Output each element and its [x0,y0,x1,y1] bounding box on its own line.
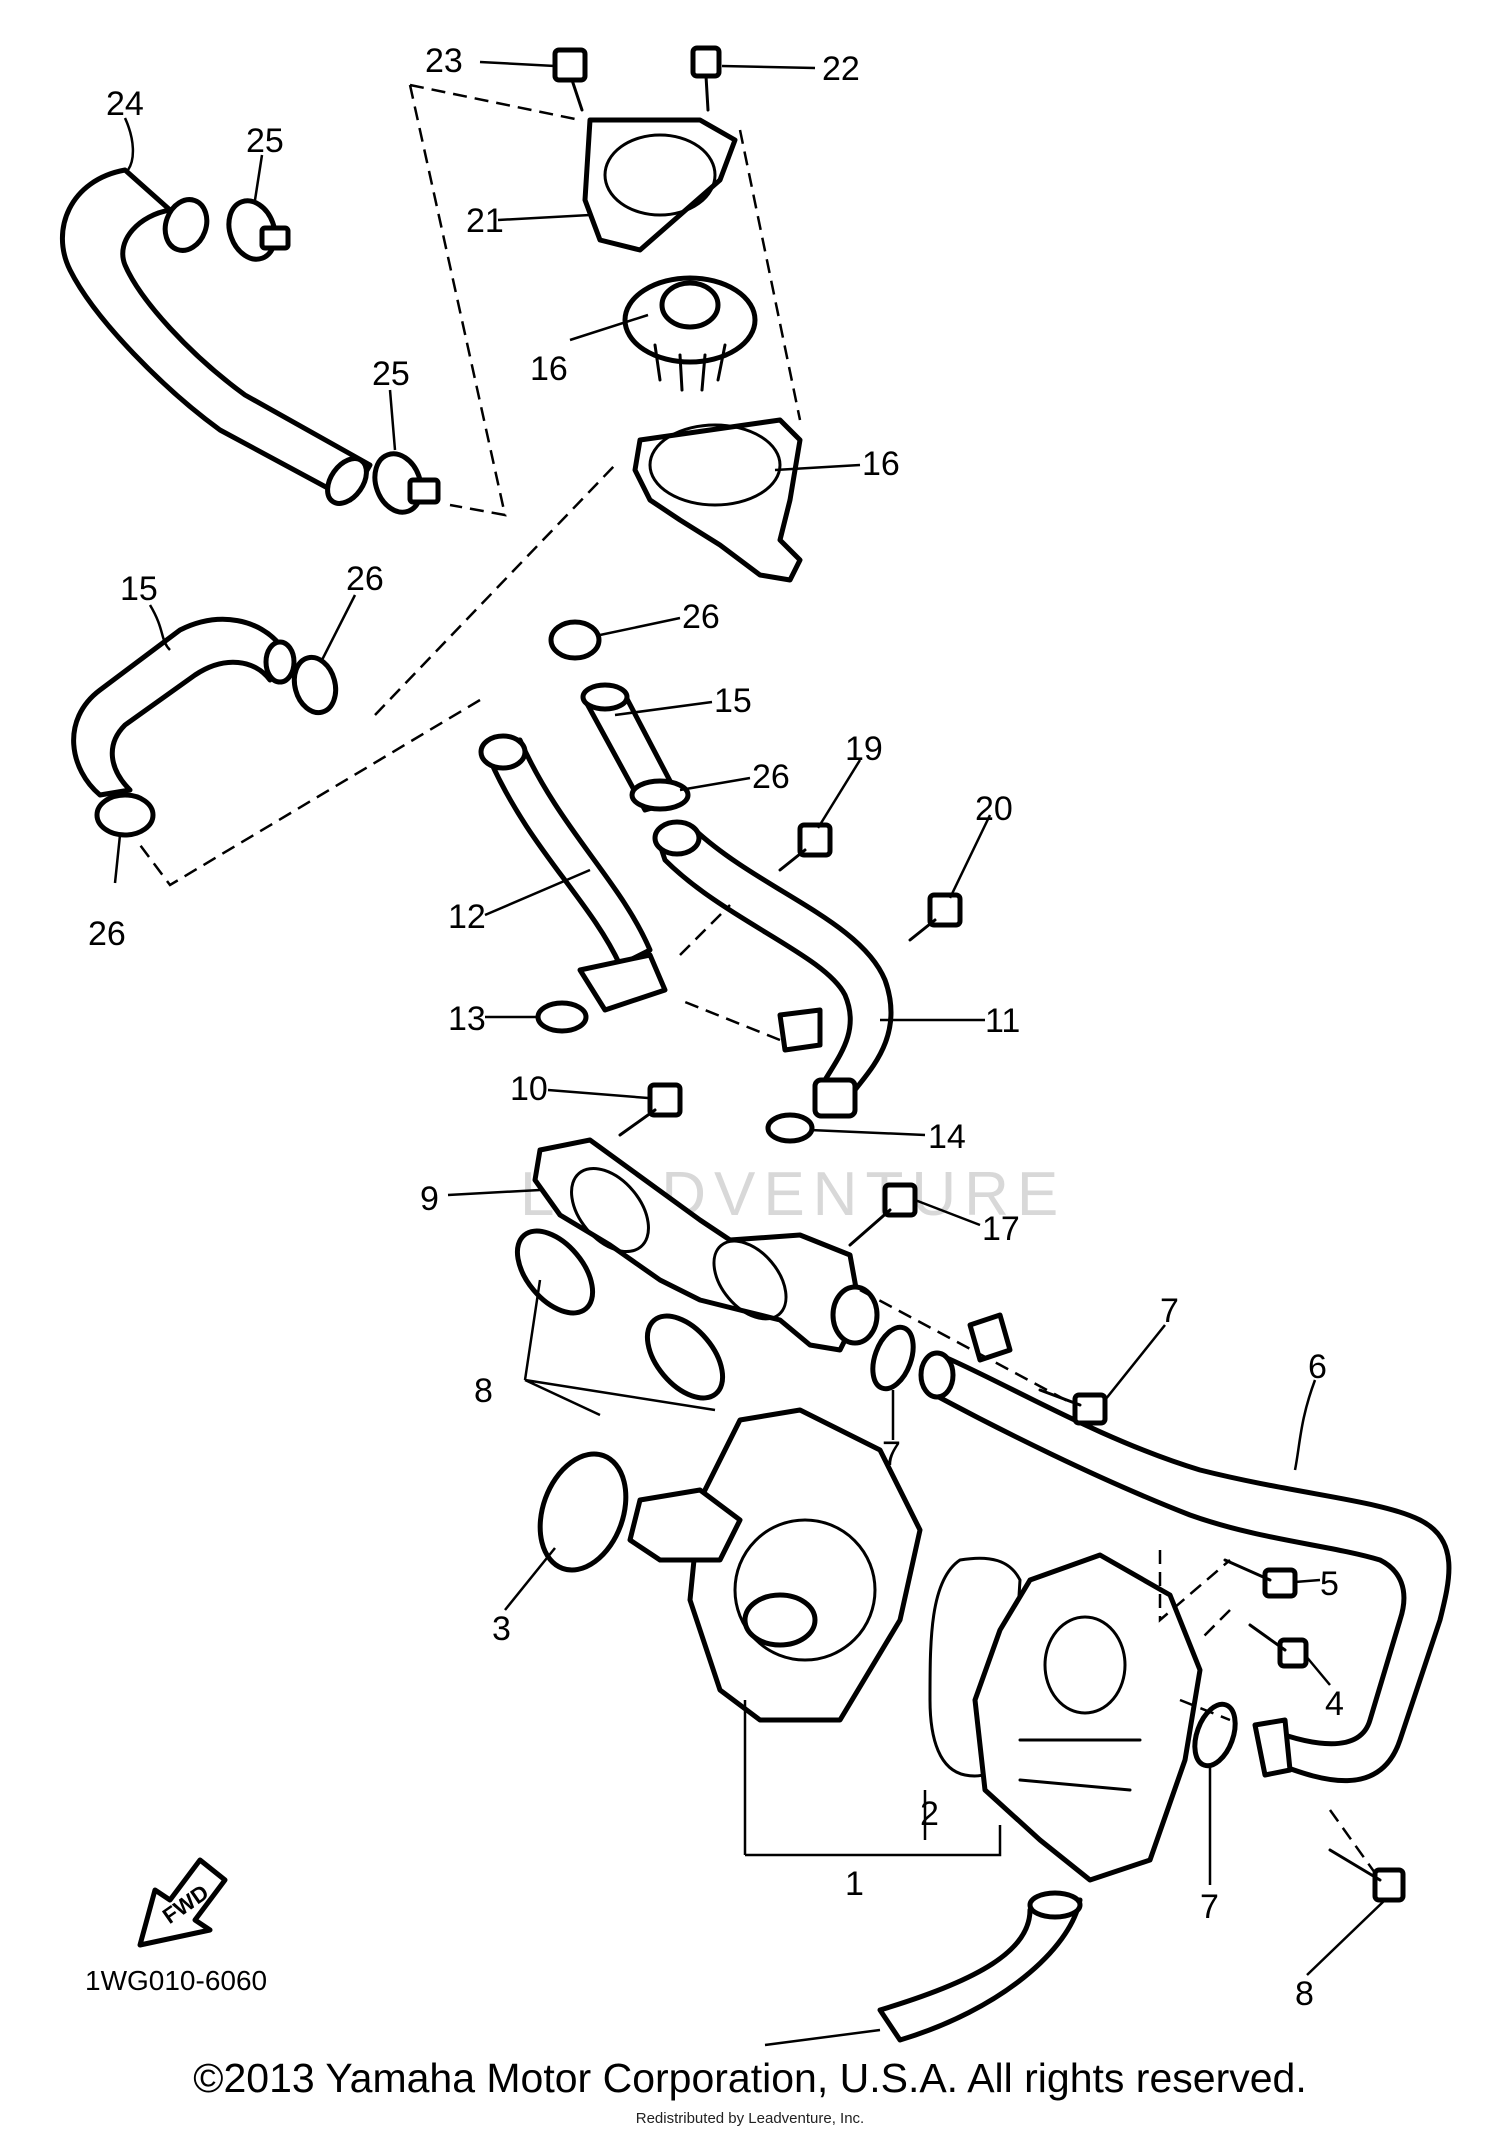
thermostat-cover-21[interactable] [582,117,738,253]
callout-15-a[interactable]: 13 [448,1000,486,1038]
callout-26-d[interactable]: 26 [88,915,126,953]
callout-9[interactable]: 9 [420,1180,439,1218]
callout-19[interactable]: 16 [530,350,568,388]
lower-hose[interactable] [764,1890,1083,2047]
o-ring-15-b[interactable] [765,1112,815,1144]
o-ring-3[interactable] [525,1442,641,1582]
callout-17[interactable]: 15 [714,682,752,720]
callout-3[interactable]: 3 [492,1610,511,1648]
o-ring-10-b[interactable] [633,1302,738,1412]
callout-10[interactable]: 8 [474,1372,493,1410]
callout-leaders [113,60,1386,1976]
assembly-line-cover [1158,1550,1231,1722]
bolt-5[interactable] [1223,1558,1298,1599]
assembly-line-manifold [859,1288,1076,1407]
copyright-notice: ©2013 Yamaha Motor Corporation, U.S.A. A… [193,2055,1307,2101]
callout-7-a[interactable]: 7 [882,1435,901,1473]
hose-clamp-25-lower[interactable] [367,447,441,518]
bolt-23[interactable] [552,47,588,112]
callout-24[interactable]: 24 [106,85,144,123]
redistribution-notice: Redistributed by Leadventure, Inc. [635,2110,865,2127]
pump-cover[interactable] [972,1552,1203,1883]
o-ring-15-a[interactable] [535,1000,589,1034]
callout-11[interactable]: 17 [982,1210,1020,1248]
forward-arrow-icon: FWD [137,1857,228,1948]
thermostat-housing-20[interactable] [632,417,803,583]
assembly-line-pipes [679,904,781,1042]
callout-7-b[interactable]: 7 [1200,1888,1219,1926]
bolt-8-b[interactable] [1328,1848,1406,1903]
water-pump-assembly-1[interactable] [627,1407,923,1723]
callout-2[interactable]: 2 [920,1795,939,1833]
callout-21[interactable]: 21 [466,202,504,240]
o-ring-7-a[interactable] [865,1322,921,1394]
callout-25-upper[interactable]: 25 [246,122,284,160]
hose-clamp-26-a[interactable] [288,653,341,717]
hose-clamp-26-c[interactable] [548,619,602,661]
callout-16-a[interactable]: 19 [845,730,883,768]
bolt-12[interactable] [618,1082,683,1137]
assembly-line-lower [1328,1809,1382,1881]
hose-clamp-25-upper[interactable] [221,194,291,265]
callout-4[interactable]: 4 [1325,1685,1344,1723]
hose-clamp-26-d[interactable] [629,778,691,812]
callout-numbers: 23 22 24 25 21 16 16 25 15 26 26 15 26 2… [88,42,1344,2013]
callout-26-b[interactable]: 26 [682,598,720,636]
pipe-13[interactable] [652,819,894,1119]
thermostat-19[interactable] [622,275,758,392]
callout-26-c[interactable]: 26 [752,758,790,796]
callout-1[interactable]: 1 [845,1865,864,1903]
callout-12[interactable]: 10 [510,1070,548,1108]
o-ring-7-b[interactable] [1187,1699,1243,1771]
callout-23[interactable]: 23 [425,42,463,80]
callout-16-b[interactable]: 20 [975,790,1013,828]
bolt-22[interactable] [690,45,722,112]
bolt-4[interactable] [1248,1623,1309,1669]
callout-14[interactable]: 12 [448,898,486,936]
callout-18[interactable]: 15 [120,570,158,608]
callout-8-a[interactable]: 7 [1160,1292,1179,1330]
pipe-6[interactable] [918,1312,1452,1784]
callout-25-lower[interactable]: 25 [372,355,410,393]
callout-20[interactable]: 16 [862,445,900,483]
callout-22[interactable]: 22 [822,50,860,88]
hose-24[interactable] [59,167,374,511]
callout-6[interactable]: 6 [1308,1348,1327,1386]
gasket-2[interactable] [928,1556,1022,1778]
o-ring-10-a[interactable] [503,1217,608,1327]
bolt-16-b[interactable] [908,892,963,942]
hose-clamp-26-b[interactable] [94,792,156,838]
callout-8-b[interactable]: 8 [1295,1975,1314,2013]
water-manifold-9[interactable] [532,1137,880,1353]
assembly-line-mid [139,464,616,887]
hose-18[interactable] [71,616,297,798]
callout-15-b[interactable]: 14 [928,1118,966,1156]
callout-26-a[interactable]: 26 [346,560,384,598]
callout-13[interactable]: 11 [985,1002,1020,1040]
pipe-14[interactable] [478,733,668,1013]
bolt-16-a[interactable] [778,822,833,872]
callout-5[interactable]: 5 [1320,1565,1339,1603]
diagram-code: 1WG010-6060 [85,1965,267,1996]
assembly-line-upper [408,83,802,517]
